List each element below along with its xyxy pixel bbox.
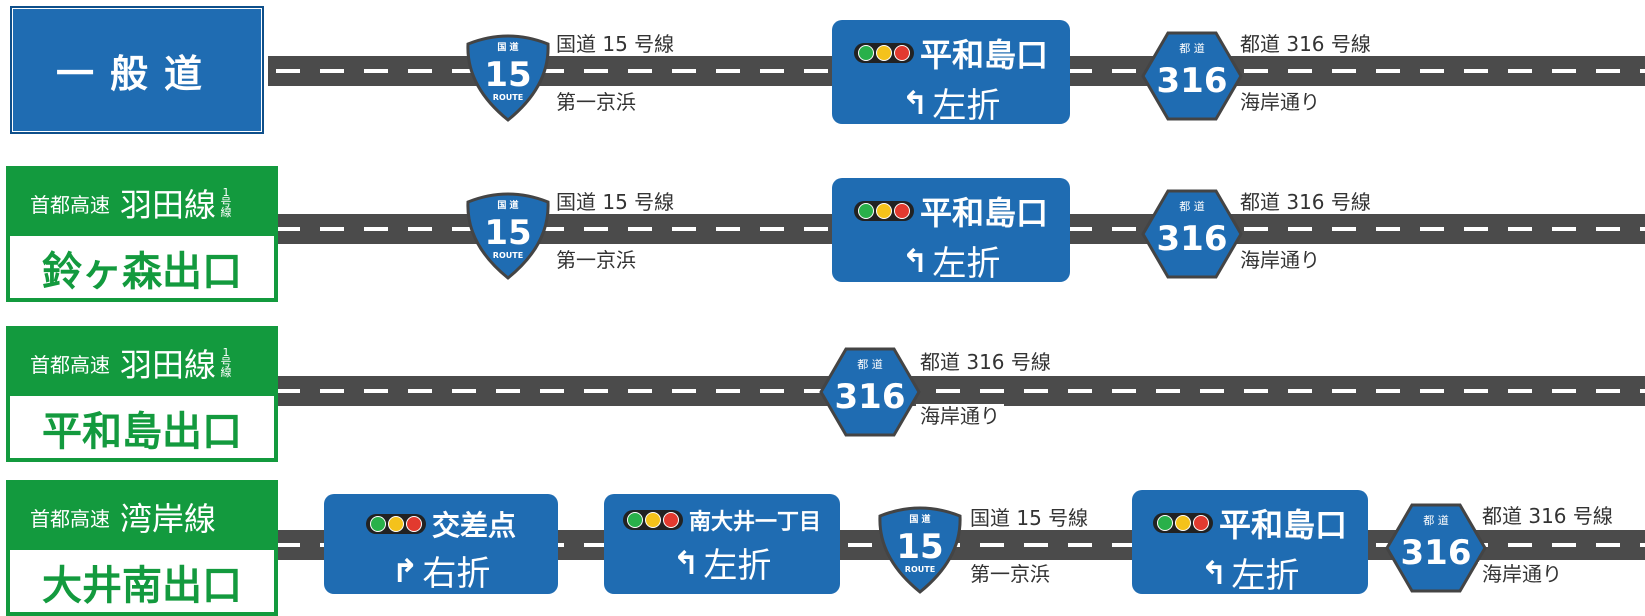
route-name: 国道 15 号線 bbox=[552, 32, 679, 56]
route-alias: 第一京浜 bbox=[552, 248, 640, 272]
route-row-4: 首都高速湾岸線 大井南出口 交差点 ↱右折 南大井一丁目 ↰左折 国 道 15 … bbox=[0, 474, 1645, 616]
marker-number: 316 bbox=[1157, 61, 1228, 101]
expressway-number: 1号線 bbox=[220, 346, 232, 379]
route-alias: 第一京浜 bbox=[552, 90, 640, 114]
turn-left-icon: ↰ bbox=[672, 543, 700, 582]
metro-route-316-marker: 都 道 316 bbox=[1140, 188, 1244, 280]
national-route-15-marker: 国 道 15 ROUTE bbox=[462, 190, 554, 280]
traffic-light-icon bbox=[1152, 513, 1213, 533]
signal-turn: 左折 bbox=[1231, 556, 1300, 596]
traffic-signal-sign: 平和島口 ↰左折 bbox=[832, 178, 1070, 284]
metro-route-316-marker: 都 道 316 bbox=[1384, 502, 1488, 594]
road bbox=[268, 376, 1645, 406]
expressway-line: 湾岸線 bbox=[120, 500, 217, 538]
expressway-number: 1号線 bbox=[220, 186, 232, 219]
signal-turn: 左折 bbox=[932, 86, 1001, 126]
traffic-signal-sign: 平和島口 ↰左折 bbox=[1132, 490, 1368, 596]
expressway-prefix: 首都高速 bbox=[30, 352, 110, 377]
marker-bottom-text: ROUTE bbox=[905, 565, 935, 574]
traffic-light-icon bbox=[365, 514, 426, 534]
signal-name: 南大井一丁目 bbox=[688, 510, 821, 535]
route-alias: 海岸通り bbox=[1236, 90, 1324, 114]
signal-name: 平和島口 bbox=[919, 194, 1048, 232]
marker-number: 15 bbox=[484, 55, 531, 95]
traffic-light-icon bbox=[853, 43, 914, 63]
expressway-prefix: 首都高速 bbox=[30, 506, 110, 531]
traffic-light-icon bbox=[853, 201, 914, 221]
marker-top-text: 国 道 bbox=[909, 513, 930, 525]
expressway-prefix: 首都高速 bbox=[30, 192, 110, 217]
marker-top-text: 都 道 bbox=[857, 357, 883, 371]
marker-top-text: 国 道 bbox=[497, 41, 518, 53]
marker-top-text: 国 道 bbox=[497, 199, 518, 211]
signal-turn: 左折 bbox=[932, 244, 1001, 284]
marker-number: 316 bbox=[1401, 533, 1472, 573]
marker-number: 316 bbox=[835, 377, 906, 417]
route-name: 都道 316 号線 bbox=[1478, 504, 1617, 528]
signal-name: 平和島口 bbox=[1218, 506, 1347, 544]
route-row-1: 一般道 国 道 15 ROUTE 国道 15 号線 第一京浜 平和島口 ↰左折 … bbox=[0, 0, 1645, 140]
signal-name: 交差点 bbox=[431, 509, 516, 542]
expressway-exit-name: 平和島出口 bbox=[42, 409, 242, 455]
signal-turn: 右折 bbox=[422, 554, 491, 594]
marker-bottom-text: ROUTE bbox=[493, 251, 523, 260]
turn-right-icon: ↱ bbox=[391, 551, 419, 590]
marker-top-text: 都 道 bbox=[1179, 41, 1205, 55]
route-alias: 海岸通り bbox=[1236, 248, 1324, 272]
expressway-line: 羽田線 bbox=[120, 346, 217, 384]
marker-number: 15 bbox=[484, 213, 531, 253]
traffic-signal-sign: 交差点 ↱右折 bbox=[324, 494, 558, 594]
route-name: 都道 316 号線 bbox=[1236, 32, 1375, 56]
start-plain-road: 一般道 bbox=[10, 6, 264, 134]
marker-top-text: 都 道 bbox=[1423, 513, 1449, 527]
signal-turn: 左折 bbox=[703, 546, 772, 586]
traffic-light-icon bbox=[622, 510, 683, 530]
turn-left-icon: ↰ bbox=[901, 241, 929, 280]
traffic-signal-sign: 平和島口 ↰左折 bbox=[832, 20, 1070, 126]
metro-route-316-marker: 都 道 316 bbox=[1140, 30, 1244, 122]
signal-name: 平和島口 bbox=[919, 36, 1048, 74]
marker-top-text: 都 道 bbox=[1179, 199, 1205, 213]
national-route-15-marker: 国 道 15 ROUTE bbox=[874, 504, 966, 594]
route-alias: 海岸通り bbox=[916, 404, 1004, 428]
metro-route-316-marker: 都 道 316 bbox=[818, 346, 922, 438]
expressway-line: 羽田線 bbox=[120, 186, 217, 224]
turn-left-icon: ↰ bbox=[1200, 553, 1228, 592]
start-expressway-exit: 首都高速湾岸線 大井南出口 bbox=[6, 480, 278, 616]
route-name: 国道 15 号線 bbox=[552, 190, 679, 214]
route-alias: 第一京浜 bbox=[966, 562, 1054, 586]
expressway-exit-name: 鈴ヶ森出口 bbox=[42, 249, 242, 295]
marker-bottom-text: ROUTE bbox=[493, 93, 523, 102]
traffic-signal-sign: 南大井一丁目 ↰左折 bbox=[604, 494, 840, 594]
route-name: 都道 316 号線 bbox=[916, 350, 1055, 374]
expressway-exit-name: 大井南出口 bbox=[42, 563, 242, 609]
route-name: 都道 316 号線 bbox=[1236, 190, 1375, 214]
route-alias: 海岸通り bbox=[1478, 562, 1566, 586]
national-route-15-marker: 国 道 15 ROUTE bbox=[462, 32, 554, 122]
marker-number: 15 bbox=[896, 527, 943, 567]
route-name: 国道 15 号線 bbox=[966, 506, 1093, 530]
marker-number: 316 bbox=[1157, 219, 1228, 259]
turn-left-icon: ↰ bbox=[901, 83, 929, 122]
